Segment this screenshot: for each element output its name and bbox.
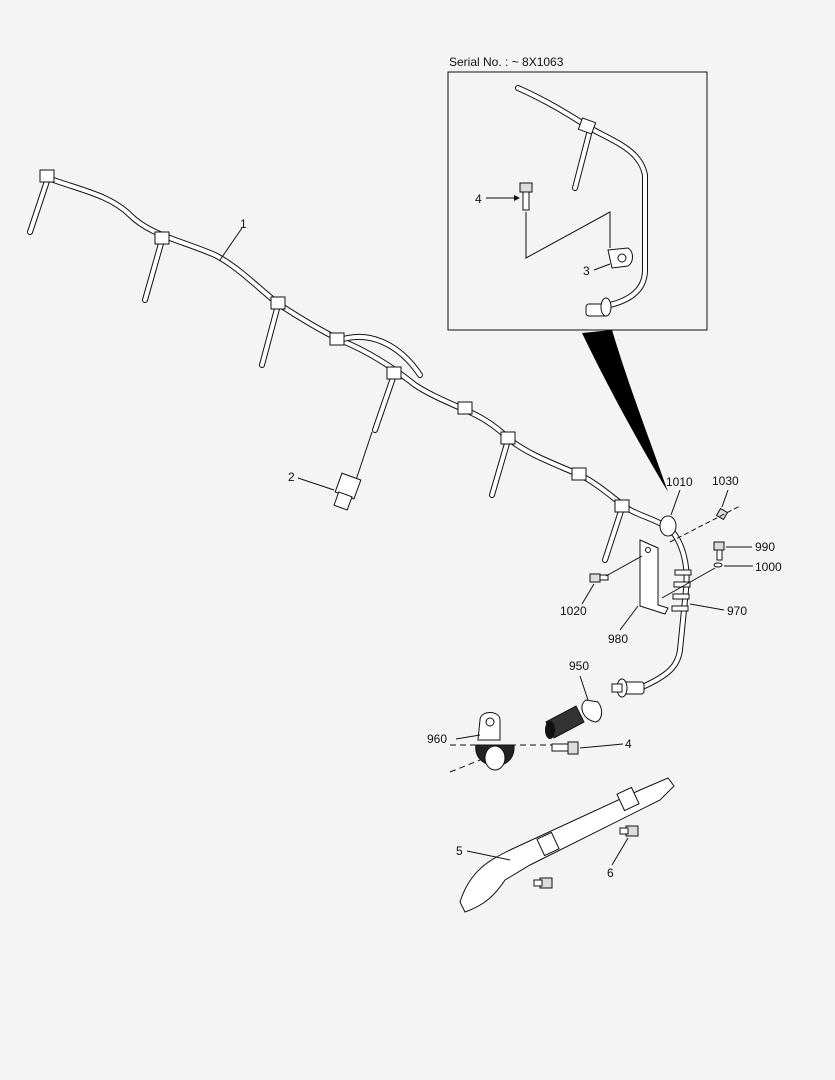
hose-end-fitting (611, 678, 645, 698)
callout-5: 5 (456, 844, 463, 858)
callout-1010: 1010 (666, 475, 693, 489)
callout-4-main: 4 (625, 737, 632, 751)
bolt-icon (713, 541, 725, 561)
injector-pipe (602, 499, 630, 563)
injector-pipe (142, 231, 170, 303)
callout-1020: 1020 (560, 604, 587, 618)
inset-clamp (577, 117, 597, 135)
injector-pipe (355, 366, 402, 481)
clamp (457, 401, 473, 415)
bolt-icon (551, 741, 579, 755)
callout-990: 990 (755, 540, 775, 554)
bolt-icon (533, 877, 553, 889)
rubber-sleeve (545, 705, 585, 739)
injector-pipe (259, 296, 286, 368)
hose-clamp-950 (581, 699, 603, 723)
clamp (500, 431, 516, 445)
callout-3: 3 (583, 264, 590, 278)
inset-bolt-icon (519, 182, 533, 211)
injector-pipe (27, 169, 55, 235)
sensor-part (333, 472, 362, 511)
callout-1: 1 (240, 217, 247, 231)
callout-1000: 1000 (755, 560, 782, 574)
bolt-icon (589, 573, 609, 583)
callout-980: 980 (608, 632, 628, 646)
callout-1030: 1030 (712, 474, 739, 488)
hose-clamp-1010 (659, 515, 677, 537)
callout-6: 6 (607, 866, 614, 880)
inset-frame (447, 71, 708, 331)
clamp (329, 332, 345, 346)
callout-4-inset: 4 (475, 192, 482, 206)
bracket (639, 539, 669, 615)
washer-icon (713, 562, 723, 568)
heat-shield (459, 777, 675, 913)
clamp (614, 499, 630, 513)
callout-950: 950 (569, 659, 589, 673)
callout-970: 970 (727, 604, 747, 618)
callout-960: 960 (427, 732, 447, 746)
callout-2: 2 (288, 470, 295, 484)
clamp (386, 366, 402, 380)
clamp (270, 296, 286, 310)
injector-pipe (489, 431, 516, 498)
inset-caption: Serial No. : ~ 8X1063 (449, 55, 564, 69)
bolt-icon (619, 825, 639, 837)
clamp (154, 231, 170, 245)
detail-pointer-arrow (582, 330, 668, 492)
nut-icon (715, 507, 729, 521)
inset-detail: Serial No. : ~ 8X1063 4 3 (447, 55, 708, 331)
hose-assembly (27, 169, 690, 691)
hose-sleeve (671, 569, 692, 612)
p-clamp (475, 712, 515, 771)
clamp (39, 169, 55, 183)
clamp (571, 467, 587, 481)
